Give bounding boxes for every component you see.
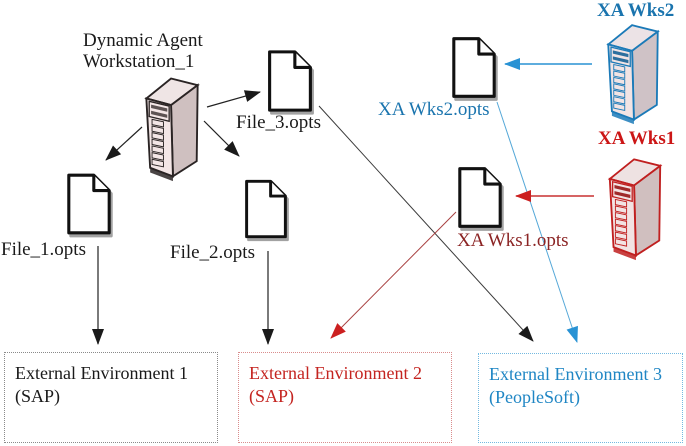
external-environment-2-box: External Environment 2 (SAP) — [238, 352, 452, 443]
file2-document-icon — [242, 176, 290, 242]
workstation-label-line2: Workstation_1 — [83, 51, 195, 72]
env2-subtitle: (SAP) — [249, 386, 295, 406]
env3-subtitle: (PeopleSoft) — [489, 387, 580, 407]
env1-title: External Environment 1 — [15, 363, 188, 383]
xa-wks2-opts-label: XA Wks2.opts — [378, 99, 490, 120]
xa-wks1-label: XA Wks1 — [598, 128, 676, 149]
xa-wks1-opts-document-icon — [455, 164, 505, 231]
file1-label: File_1.opts — [1, 239, 86, 260]
file3-document-icon — [264, 48, 316, 114]
xa-wks1-opts-label: XA Wks1.opts — [457, 230, 569, 251]
workstation-tower-icon — [136, 69, 208, 183]
xa-wks2-opts-document-icon — [449, 34, 499, 101]
env3-title: External Environment 3 — [489, 364, 662, 384]
workstation-label-line1: Dynamic Agent — [83, 30, 203, 51]
xa-wks2-label: XA Wks2 — [597, 0, 675, 21]
workstation-label: Dynamic Agent Workstation_1 — [83, 30, 203, 72]
xa-wks2-tower-icon — [590, 16, 676, 126]
arrow-wks2opts-to-env3 — [496, 101, 578, 343]
arrow-workstation-to-file3 — [206, 90, 261, 108]
arrow-workstation-to-file2 — [203, 120, 240, 157]
arrow-wks1opts-to-env2 — [330, 211, 457, 339]
xa-wks1-tower-icon — [592, 150, 678, 262]
env1-subtitle: (SAP) — [15, 386, 61, 406]
file1-document-icon — [64, 171, 114, 237]
env2-title: External Environment 2 — [249, 363, 422, 383]
external-environment-3-box: External Environment 3 (PeopleSoft) — [478, 353, 683, 443]
external-environment-1-box: External Environment 1 (SAP) — [4, 352, 218, 443]
file2-label: File_2.opts — [170, 242, 255, 263]
file3-label: File_3.opts — [236, 112, 321, 133]
